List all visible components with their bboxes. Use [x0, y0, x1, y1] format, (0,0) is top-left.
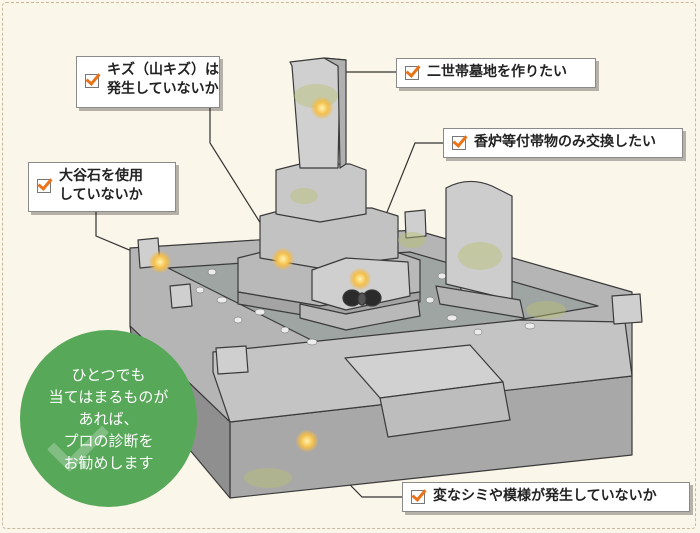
callout-stains: 変なシミや模様が発生していないか [402, 482, 690, 512]
badge-line: 当てはまるものが [49, 386, 169, 408]
callout-family-grave-text: 二世帯墓地を作りたい [427, 63, 587, 82]
callout-incense-text: 香炉等付帯物のみ交換したい [474, 133, 674, 152]
checkbox-icon [85, 74, 99, 88]
checkbox-icon [411, 490, 425, 504]
callout-family-grave: 二世帯墓地を作りたい [396, 58, 596, 88]
marker-base [272, 248, 294, 270]
marker-post [149, 251, 171, 273]
callout-stains-text: 変なシミや模様が発生していないか [433, 487, 681, 506]
marker-stele [311, 97, 333, 119]
marker-incense [349, 268, 371, 290]
callout-oya-stone-line2: していないか [59, 186, 167, 205]
recommendation-badge: ひとつでも 当てはまるものが あれば、 プロの診断を お勧めします [20, 330, 197, 507]
callout-scratches-line1: キズ（山キズ）は [107, 61, 211, 80]
callout-incense: 香炉等付帯物のみ交換したい [443, 128, 683, 158]
callout-scratches: キズ（山キズ）は 発生していないか [76, 56, 220, 108]
badge-line: ひとつでも [72, 364, 146, 386]
checkbox-icon [37, 179, 51, 193]
marker-wall [296, 430, 318, 452]
callout-scratches-line2: 発生していないか [107, 80, 211, 99]
checkbox-icon [405, 66, 419, 80]
callout-oya-stone-line1: 大谷石を使用 [59, 167, 167, 186]
callout-oya-stone: 大谷石を使用 していないか [28, 162, 176, 212]
checkbox-icon [452, 136, 466, 150]
